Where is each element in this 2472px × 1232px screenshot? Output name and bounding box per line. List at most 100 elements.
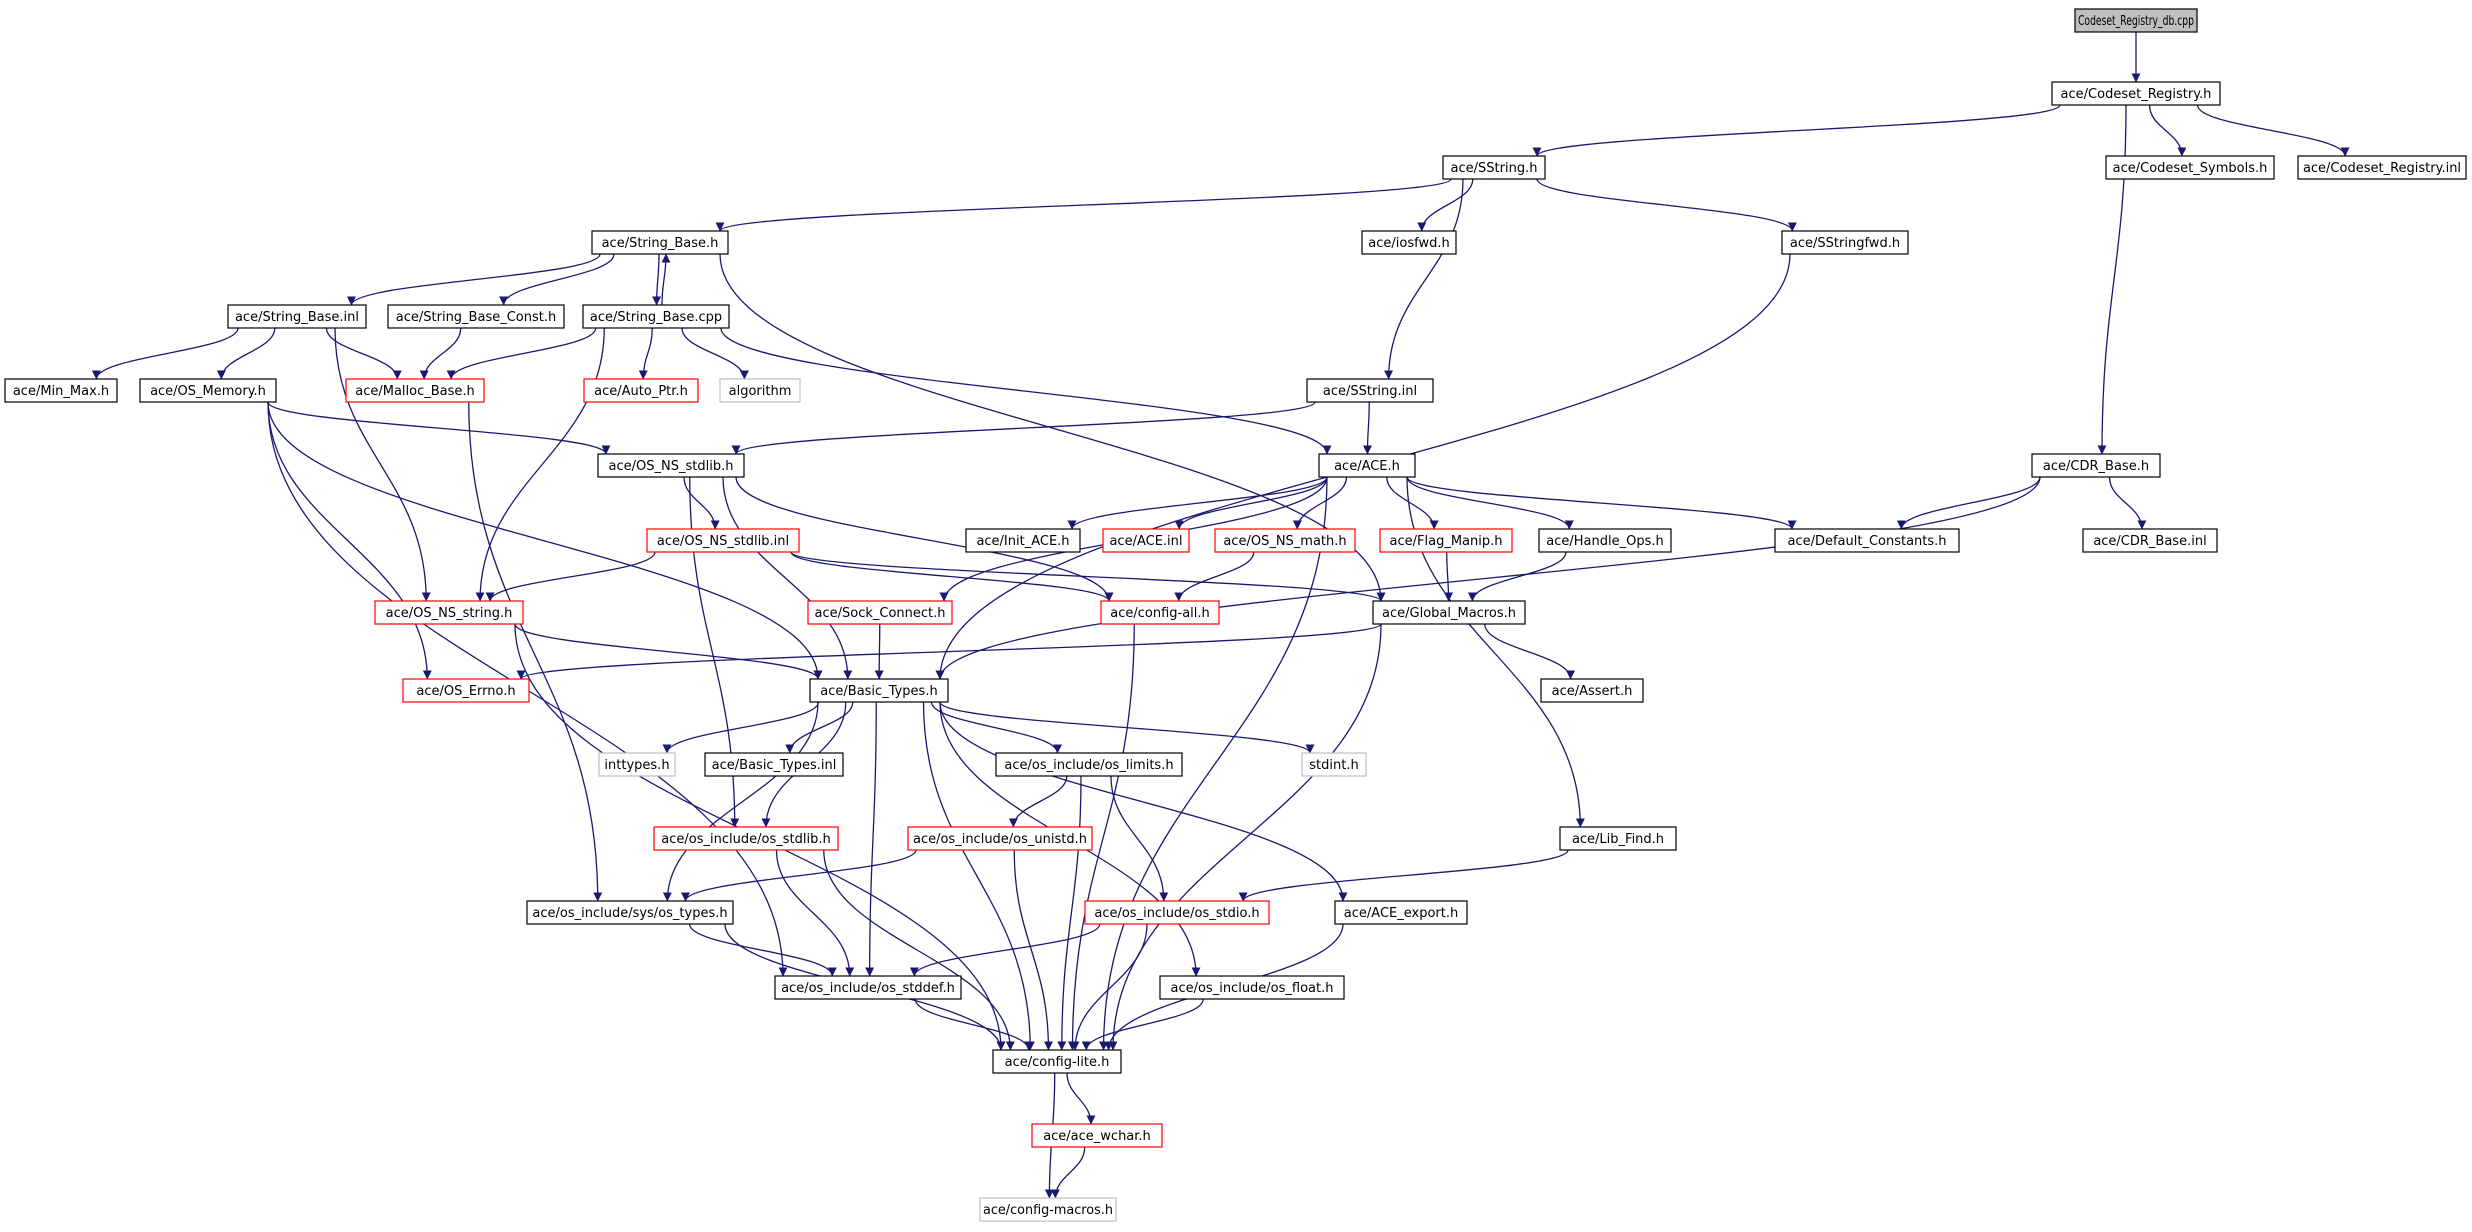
node-flag-manip-h[interactable]: ace/Flag_Manip.h	[1379, 528, 1513, 553]
node-ace-inl[interactable]: ace/ACE.inl	[1102, 528, 1190, 553]
node-os-ns-stdlib-inl[interactable]: ace/OS_NS_stdlib.inl	[646, 528, 800, 553]
node-ace-wchar-h[interactable]: ace/ace_wchar.h	[1031, 1123, 1163, 1148]
node-string-base-cpp[interactable]: ace/String_Base.cpp	[582, 304, 730, 329]
node-os-ns-math-h[interactable]: ace/OS_NS_math.h	[1214, 528, 1356, 553]
edge-os_memory_h-to-os_ns_stdlib_h	[267, 401, 611, 455]
node-box	[387, 304, 565, 329]
node-os-unistd-h[interactable]: ace/os_include/os_unistd.h	[907, 826, 1093, 851]
edge-ace_h-to-init_ace_h	[1067, 476, 1328, 530]
node-label: ace/os_include/os_stdlib.h	[661, 832, 830, 847]
node-os-stddef-h[interactable]: ace/os_include/os_stddef.h	[774, 975, 962, 1000]
node-ace-export-h[interactable]: ace/ACE_export.h	[1334, 900, 1468, 925]
node-config-macros-h: ace/config-macros.h	[979, 1197, 1117, 1222]
node-os-ns-stdlib-h[interactable]: ace/OS_NS_stdlib.h	[597, 453, 745, 478]
node-sstring-inl[interactable]: ace/SString.inl	[1306, 378, 1434, 403]
node-iosfwd-h[interactable]: ace/iosfwd.h	[1361, 230, 1457, 255]
node-assert-h[interactable]: ace/Assert.h	[1540, 678, 1644, 703]
edge-config_lite_h-to-ace_wchar_h	[1066, 1072, 1096, 1125]
node-os-ns-string-h[interactable]: ace/OS_NS_string.h	[374, 600, 524, 625]
node-box	[345, 378, 485, 403]
edge-line	[922, 701, 1035, 1051]
node-os-float-h[interactable]: ace/os_include/os_float.h	[1159, 975, 1345, 1000]
node-os-stdlib-h[interactable]: ace/os_include/os_stdlib.h	[653, 826, 839, 851]
node-os-errno-h[interactable]: ace/OS_Errno.h	[402, 678, 530, 703]
node-label: ace/OS_NS_math.h	[1223, 534, 1346, 549]
node-label: ace/OS_Memory.h	[150, 384, 266, 399]
node-default-constants-h[interactable]: ace/Default_Constants.h	[1774, 528, 1960, 553]
node-config-all-h[interactable]: ace/config-all.h	[1100, 600, 1220, 625]
node-box	[583, 378, 699, 403]
node-malloc-base-h[interactable]: ace/Malloc_Base.h	[345, 378, 485, 403]
node-sstringfwd-h[interactable]: ace/SStringfwd.h	[1781, 230, 1909, 255]
edge-string_base_cpp-to-os_ns_string_h	[475, 327, 605, 602]
edge-line	[662, 701, 820, 754]
edge-line	[516, 623, 1382, 680]
node-os-stdio-h[interactable]: ace/os_include/os_stdio.h	[1084, 900, 1270, 925]
node-label: ace/Sock_Connect.h	[815, 606, 946, 621]
edge-line	[785, 701, 854, 754]
node-init-ace-h[interactable]: ace/Init_ACE.h	[965, 528, 1081, 553]
node-sock-connect-h[interactable]: ace/Sock_Connect.h	[807, 600, 953, 625]
node-box	[809, 678, 949, 703]
node-label: ace/String_Base_Const.h	[396, 310, 556, 325]
node-label: ace/Default_Constants.h	[1787, 534, 1946, 549]
edge-line	[347, 253, 601, 306]
node-box	[979, 1197, 1117, 1222]
edge-os_ns_stdlib_h-to-os_ns_stdlib_inl	[683, 476, 720, 530]
node-config-lite-h[interactable]: ace/config-lite.h	[992, 1049, 1122, 1074]
node-box	[2105, 155, 2275, 180]
edge-os_ns_string_h-to-basic_types_h	[514, 623, 823, 680]
node-string-base-h[interactable]: ace/String_Base.h	[591, 230, 729, 255]
edge-line	[662, 701, 819, 902]
node-sys-os-types-h[interactable]: ace/os_include/sys/os_types.h	[526, 900, 734, 925]
edge-line	[1417, 178, 1474, 232]
edge-os_stdlib_h-to-os_stddef_h	[775, 849, 855, 977]
node-cdr-base-inl[interactable]: ace/CDR_Base.inl	[2082, 528, 2218, 553]
node-handle-ops-h[interactable]: ace/Handle_Ops.h	[1538, 528, 1672, 553]
edge-string_base_cpp-to-algorithm	[681, 327, 749, 380]
node-lib-find-h[interactable]: ace/Lib_Find.h	[1559, 826, 1677, 851]
node-auto-ptr-h[interactable]: ace/Auto_Ptr.h	[583, 378, 699, 403]
edge-line	[468, 401, 603, 902]
node-label: ace/OS_NS_string.h	[386, 606, 513, 621]
edge-line	[446, 327, 597, 380]
node-os-limits-h[interactable]: ace/os_include/os_limits.h	[995, 752, 1183, 777]
node-label: ace/ACE.h	[1334, 459, 1400, 474]
node-string-base-const-h[interactable]: ace/String_Base_Const.h	[387, 304, 565, 329]
node-label: ace/Basic_Types.inl	[712, 758, 837, 773]
node-sstring-h[interactable]: ace/SString.h	[1442, 155, 1546, 180]
edge-line	[419, 327, 462, 380]
node-label: ace/OS_NS_stdlib.inl	[657, 534, 789, 549]
node-label: ace/SString.inl	[1323, 384, 1417, 399]
node-root[interactable]: Codeset_Registry_db.cpp	[2074, 8, 2198, 33]
edge-os_float_h-to-config_lite_h	[1081, 998, 1204, 1051]
edge-line	[1406, 476, 1574, 530]
node-box	[2074, 8, 2198, 33]
node-codeset-registry-h[interactable]: ace/Codeset_Registry.h	[2051, 81, 2221, 106]
node-label: algorithm	[729, 384, 792, 399]
node-label: ace/String_Base.h	[602, 236, 719, 251]
node-basic-types-h[interactable]: ace/Basic_Types.h	[809, 678, 949, 703]
node-string-base-inl[interactable]: ace/String_Base.inl	[227, 304, 367, 329]
edge-line	[2148, 104, 2187, 157]
edge-line	[2108, 476, 2147, 530]
node-codeset-registry-inl[interactable]: ace/Codeset_Registry.inl	[2297, 155, 2467, 180]
node-codeset-symbols-h[interactable]: ace/Codeset_Symbols.h	[2105, 155, 2275, 180]
edge-os_ns_stdlib_inl-to-os_ns_string_h	[485, 551, 656, 602]
node-box	[1361, 230, 1457, 255]
node-label: ace/os_include/os_float.h	[1170, 981, 1333, 996]
edge-line	[1057, 775, 1082, 1051]
edge-handle_ops_h-to-global_macros_h	[1467, 551, 1567, 602]
node-ace-h[interactable]: ace/ACE.h	[1318, 453, 1416, 478]
node-min-max-h[interactable]: ace/Min_Max.h	[4, 378, 118, 403]
edge-line	[1067, 623, 1135, 1051]
node-label: ace/CDR_Base.h	[2043, 459, 2149, 474]
node-basic-types-inl[interactable]: ace/Basic_Types.inl	[704, 752, 844, 777]
node-global-macros-h[interactable]: ace/Global_Macros.h	[1372, 600, 1526, 625]
node-box	[1084, 900, 1270, 925]
edge-basic_types_h-to-stdint_h	[939, 701, 1315, 754]
edge-os_memory_h-to-basic_types_h	[267, 401, 823, 680]
node-box	[1031, 1123, 1163, 1148]
node-cdr-base-h[interactable]: ace/CDR_Base.h	[2031, 453, 2161, 478]
node-os-memory-h[interactable]: ace/OS_Memory.h	[139, 378, 277, 403]
